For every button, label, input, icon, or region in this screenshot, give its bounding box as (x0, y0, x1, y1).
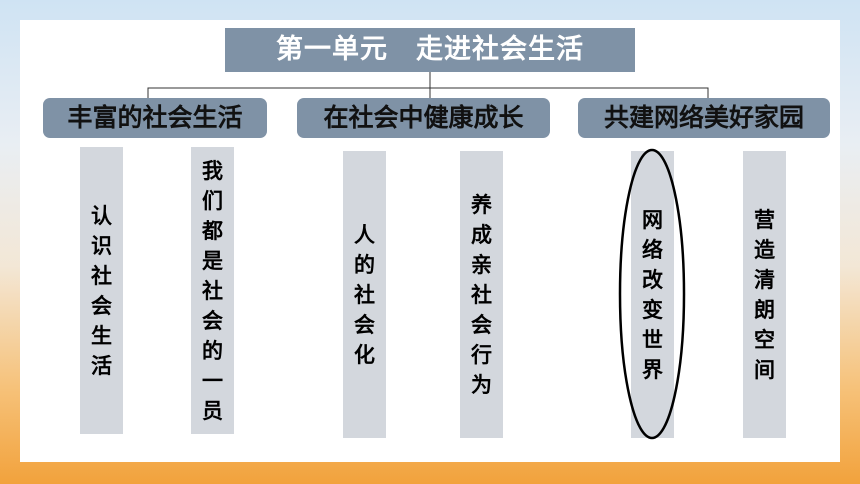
unit-title: 第一单元 走进社会生活 (225, 28, 635, 72)
item-socialization: 人的社会化 (343, 151, 386, 438)
item-prosocial-behavior: 养成亲社会行为 (460, 151, 503, 438)
category-rich-social-life: 丰富的社会生活 (43, 98, 267, 138)
item-network-changes-world: 网络改变世界 (631, 151, 674, 438)
item-know-social-life: 认识社会生活 (80, 147, 123, 434)
item-we-are-members: 我们都是社会的一员 (191, 147, 234, 434)
category-healthy-growth: 在社会中健康成长 (297, 98, 550, 138)
category-network-home: 共建网络美好家园 (578, 98, 830, 138)
item-clean-space: 营造清朗空间 (743, 151, 786, 438)
